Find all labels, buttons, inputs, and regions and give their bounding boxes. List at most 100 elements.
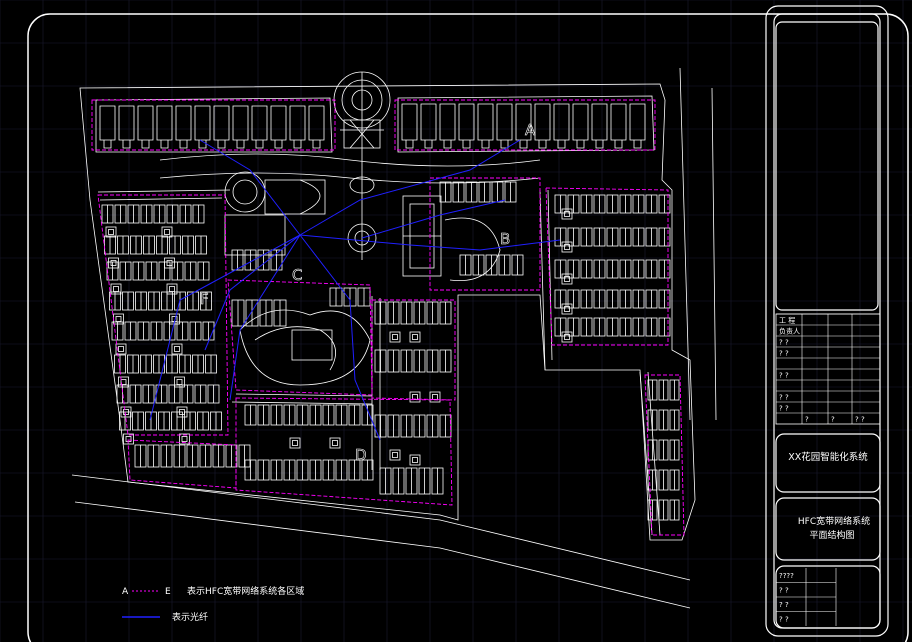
stair-core (409, 454, 421, 466)
stair-core (561, 273, 573, 285)
stair-core (561, 208, 573, 220)
stair-core-inner (174, 346, 180, 352)
north-building-row-left (95, 97, 333, 153)
stair-core-inner (564, 334, 570, 340)
drawing-frame (27, 13, 909, 642)
building-blocks-east (554, 194, 671, 343)
info-table-cell: ? (831, 416, 835, 424)
central-garden (239, 217, 501, 386)
central-landmark (333, 71, 391, 260)
north-unit (534, 103, 551, 149)
stair-core-inner (169, 286, 175, 292)
stair-core-inner (181, 436, 188, 442)
stair-core (561, 303, 573, 315)
stair-core (113, 313, 124, 325)
stair-core (123, 433, 134, 445)
north-unit (496, 103, 513, 149)
info-table-cell: 工 程 (779, 316, 795, 325)
north-unit (289, 105, 306, 149)
stair-core-inner (118, 346, 124, 352)
region-north (91, 99, 336, 151)
site-plan (71, 67, 717, 609)
stair-core-inner (115, 316, 122, 322)
info-table-cell: ? (805, 416, 809, 424)
stair-core (110, 283, 122, 295)
north-unit (251, 105, 268, 149)
stair-core (561, 241, 573, 253)
building-blocks-center (231, 181, 524, 438)
legend-region-from: A (122, 587, 129, 597)
stair-core-inner (113, 286, 119, 292)
north-unit (156, 105, 173, 149)
bottom-table: ????? ?? ?? ? (776, 568, 837, 626)
north-unit (118, 105, 135, 149)
info-table-cell: 负责人 (779, 327, 800, 336)
site-boundary (79, 83, 696, 541)
region-strip (644, 374, 685, 536)
info-table-cell: ? ? (779, 394, 789, 402)
fiber-line (299, 139, 521, 236)
outer-road (71, 474, 691, 609)
stair-core-inner (292, 440, 298, 446)
stair-core-inner (564, 306, 570, 312)
north-unit (308, 105, 325, 149)
bottom-table-cell: ? ? (779, 587, 789, 595)
fiber-line (229, 234, 301, 401)
stair-core-inner (392, 334, 398, 340)
north-unit (610, 103, 627, 149)
north-unit (137, 105, 154, 149)
region-b (429, 177, 541, 291)
north-unit (270, 105, 287, 149)
zone-label-b: B (500, 230, 510, 248)
main-curve-road (159, 153, 541, 184)
clubhouse (224, 171, 326, 256)
north-unit (629, 103, 646, 149)
stair-core-inner (412, 334, 418, 340)
north-unit (458, 103, 475, 149)
stair-core (105, 226, 117, 238)
stair-core (561, 331, 573, 343)
stair-core (166, 283, 178, 295)
zone-label-f: F (200, 290, 209, 308)
info-table-cell: ? ? (779, 350, 789, 358)
stair-core (118, 376, 129, 388)
stair-core (389, 331, 401, 343)
north-unit (99, 105, 116, 149)
project-name-box (775, 433, 881, 493)
north-unit (553, 103, 570, 149)
fiber-line (149, 234, 301, 421)
fiber-network (149, 139, 561, 441)
info-table-cell: ? ? (779, 405, 789, 413)
north-unit (439, 103, 456, 149)
bottom-table-cell: ???? (779, 572, 794, 580)
inner-road-mid (231, 393, 373, 405)
zone-labels: A B C D F (200, 121, 537, 465)
region-f (97, 194, 229, 436)
north-unit (591, 103, 608, 149)
stair-core-inner (564, 276, 570, 282)
drawing-title-box (775, 497, 881, 561)
north-building-row-right (397, 95, 655, 153)
fiber-line (199, 139, 301, 236)
stair-core-inner (392, 452, 398, 458)
north-unit (420, 103, 437, 149)
bottom-table-cell: ? ? (779, 616, 789, 624)
stair-core-inner (412, 457, 418, 463)
stair-core (409, 391, 421, 403)
east-road (679, 67, 717, 421)
legend-region-to: E (165, 587, 171, 597)
north-unit (401, 103, 418, 149)
building-blocks-south (134, 404, 444, 495)
building-blocks-west (101, 204, 222, 445)
info-table-cell: ? ? (779, 372, 789, 380)
legend-fiber-text: 表示光纤 (172, 611, 208, 623)
stair-core (108, 257, 119, 269)
stair-core (429, 391, 441, 403)
legend: A E 表示HFC宽带网络系统各区域 表示光纤 (122, 585, 304, 623)
region-north-east (394, 99, 656, 151)
stair-core-inner (564, 244, 570, 250)
north-unit (175, 105, 192, 149)
